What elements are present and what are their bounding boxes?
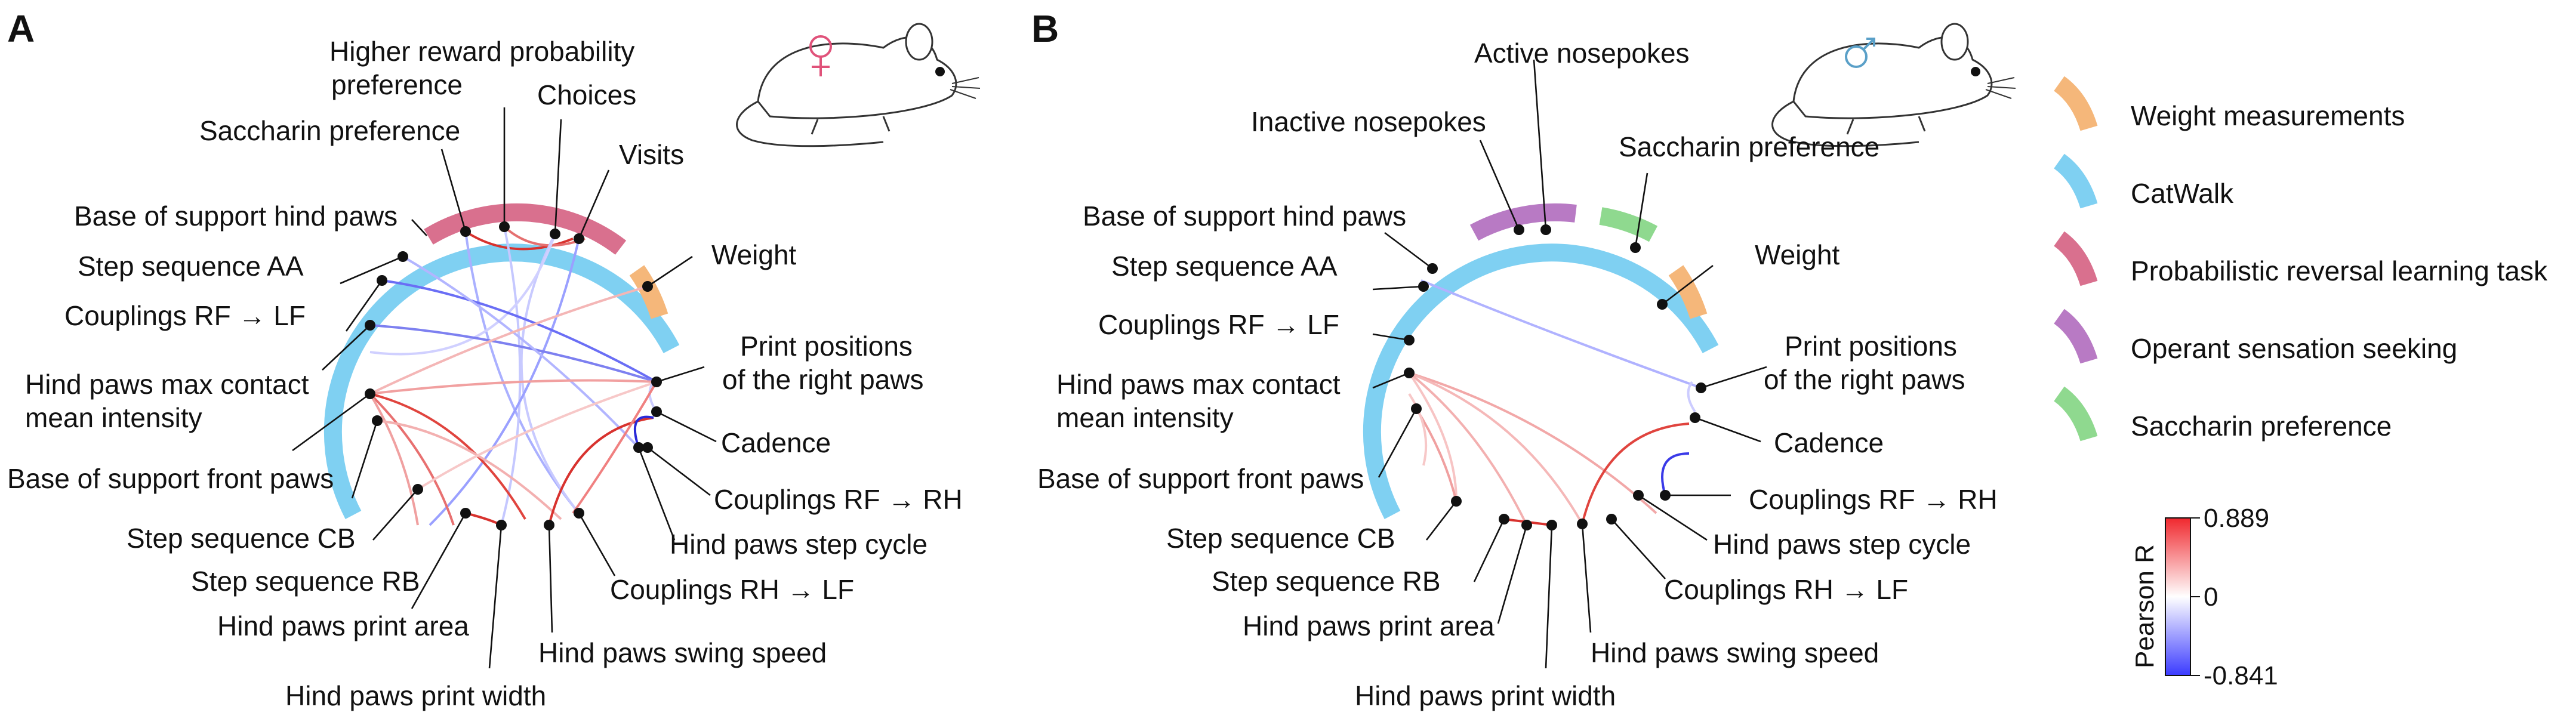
saccharin-arc-b: [1599, 207, 1658, 242]
panel-b-letter: B: [1031, 7, 1059, 50]
label-weight: Weight: [711, 239, 797, 270]
label-couplings-rf-lf: Couplings RF → LF: [64, 300, 306, 331]
module-legend: Weight measurements CatWalk Probabilisti…: [2053, 76, 2548, 442]
label-active-nosepokes: Active nosepokes: [1474, 38, 1690, 69]
label-hind-print-width-b: Hind paws print width: [1355, 680, 1616, 711]
legend-label-prl: Probabilistic reversal learning task: [2131, 255, 2548, 286]
legend-label-saccharin: Saccharin preference: [2131, 411, 2392, 442]
prl-task-arc-a: [424, 203, 627, 255]
label-weight-b: Weight: [1755, 239, 1840, 270]
label-couplings-rf-rh-b: Couplings RF → RH: [1749, 484, 1998, 515]
label-higher-reward-line2: preference: [331, 69, 463, 100]
correlation-links-b: [1408, 279, 1702, 526]
legend-item-prl: Probabilistic reversal learning task: [2053, 231, 2548, 286]
colorbar-min-label: -0.841: [2204, 661, 2278, 690]
label-couplings-rf-rh: Couplings RF → RH: [714, 484, 963, 515]
label-hind-step-cycle-b: Hind paws step cycle: [1713, 529, 1971, 560]
label-base-support-front: Base of support front paws: [7, 463, 334, 494]
label-choices: Choices: [537, 79, 636, 110]
legend-item-oss: Operant sensation seeking: [2053, 308, 2457, 364]
label-hind-print-area-b: Hind paws print area: [1243, 610, 1495, 641]
label-couplings-rh-lf: Couplings RH → LF: [610, 574, 854, 605]
label-saccharin-preference: Saccharin preference: [199, 115, 460, 146]
label-base-support-hind-b: Base of support hind paws: [1083, 200, 1406, 232]
label-couplings-rf-lf-b: Couplings RF → LF: [1098, 309, 1339, 340]
labels-b: Active nosepokes Inactive nosepokes Sacc…: [1037, 38, 1998, 711]
colorbar-title: Pearson R: [2130, 544, 2159, 668]
label-print-positions-line1-b: Print positions: [1785, 331, 1957, 362]
label-step-sequence-rb: Step sequence RB: [191, 566, 420, 597]
legend-swatch-prl: [2053, 231, 2098, 286]
labels-a: Higher reward probability preference Cho…: [7, 36, 963, 711]
label-print-positions-line1: Print positions: [740, 331, 913, 362]
label-hind-step-cycle: Hind paws step cycle: [670, 529, 928, 560]
label-base-support-hind: Base of support hind paws: [74, 200, 398, 232]
label-step-sequence-rb-b: Step sequence RB: [1212, 566, 1441, 597]
male-mouse-icon: [1771, 23, 2016, 147]
label-print-positions-line2-b: of the right paws: [1764, 364, 1965, 395]
label-hind-print-width: Hind paws print width: [285, 680, 546, 711]
label-step-sequence-cb-b: Step sequence CB: [1166, 523, 1395, 554]
oss-arc-b: [1469, 203, 1577, 241]
label-cadence: Cadence: [721, 427, 831, 458]
female-mouse-icon: [736, 23, 981, 147]
label-saccharin-preference-b: Saccharin preference: [1619, 131, 1879, 162]
legend-label-catwalk: CatWalk: [2131, 178, 2234, 209]
colorbar-max-label: 0.889: [2204, 504, 2269, 533]
label-hind-max-line2: mean intensity: [25, 402, 202, 433]
colorbar-mid-label: 0: [2204, 582, 2218, 612]
panel-a-letter: A: [7, 7, 35, 50]
legend-label-oss: Operant sensation seeking: [2131, 333, 2457, 364]
leader-lines-a: [292, 107, 717, 669]
label-inactive-nosepokes: Inactive nosepokes: [1251, 106, 1486, 137]
legend-item-weight: Weight measurements: [2053, 76, 2405, 131]
label-base-support-front-b: Base of support front paws: [1037, 463, 1364, 494]
correlation-links-a: [369, 226, 658, 526]
label-couplings-rh-lf-b: Couplings RH → LF: [1664, 574, 1908, 605]
label-hind-max-line1: Hind paws max contact: [25, 369, 309, 400]
legend-swatch-saccharin: [2053, 386, 2098, 442]
label-higher-reward-line1: Higher reward probability: [329, 36, 634, 67]
legend-item-catwalk: CatWalk: [2053, 153, 2234, 209]
label-hind-max-line1-b: Hind paws max contact: [1056, 369, 1341, 400]
label-hind-swing-speed-b: Hind paws swing speed: [1591, 637, 1879, 668]
weight-arc-a: [629, 265, 668, 319]
label-visits: Visits: [619, 139, 684, 170]
label-hind-swing-speed: Hind paws swing speed: [538, 637, 827, 668]
weight-arc-b: [1668, 265, 1708, 319]
panel-a: A: [7, 7, 981, 711]
label-step-sequence-aa-b: Step sequence AA: [1111, 251, 1338, 282]
label-step-sequence-aa: Step sequence AA: [78, 251, 304, 282]
catwalk-arc-b: [1363, 243, 1719, 519]
label-hind-print-area: Hind paws print area: [217, 610, 469, 641]
colorbar-gradient: [2165, 517, 2191, 676]
label-hind-max-line2-b: mean intensity: [1056, 402, 1234, 433]
label-print-positions-line2: of the right paws: [722, 364, 924, 395]
node-dots-a: [365, 221, 662, 530]
colorbar: 0.889 0 -0.841 Pearson R: [2130, 504, 2278, 690]
legend-label-weight: Weight measurements: [2131, 100, 2405, 131]
label-step-sequence-cb: Step sequence CB: [127, 523, 356, 554]
legend-item-saccharin: Saccharin preference: [2053, 386, 2392, 442]
node-dots-b: [1404, 224, 1706, 530]
label-cadence-b: Cadence: [1774, 427, 1884, 458]
legend-swatch-oss: [2053, 308, 2098, 364]
leader-lines-b: [1372, 59, 1767, 669]
legend-swatch-weight: [2053, 76, 2098, 131]
legend-swatch-catwalk: [2053, 153, 2098, 209]
panel-b: B: [1031, 7, 2016, 711]
